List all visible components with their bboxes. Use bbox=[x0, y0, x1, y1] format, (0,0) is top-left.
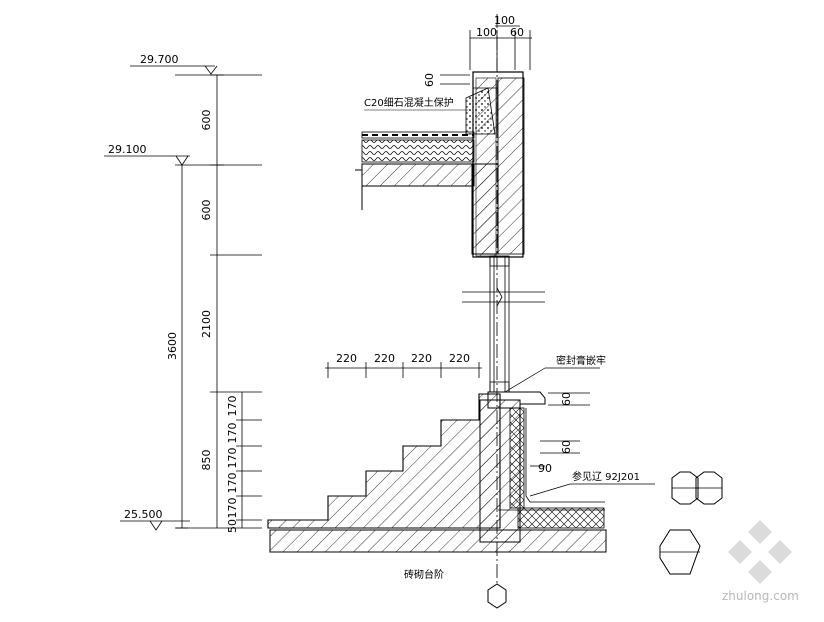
dim-top-60: 60 bbox=[510, 26, 524, 39]
note-parapet-protection: C20细石混凝土保护 bbox=[364, 96, 454, 109]
dim-sill-60: 60 bbox=[560, 392, 573, 406]
watermark-logo bbox=[728, 520, 792, 584]
sill-dimensions bbox=[530, 392, 590, 467]
dim-50: 50 bbox=[226, 519, 239, 533]
dim-170-3: 170 bbox=[226, 448, 239, 469]
dim-step-1: 220 bbox=[336, 352, 357, 365]
note-sealant: 密封膏嵌牢 bbox=[556, 354, 606, 367]
dim-170-1: 170 bbox=[226, 396, 239, 417]
dim-170-2: 170 bbox=[226, 423, 239, 444]
dim-parapet-60: 60 bbox=[423, 73, 436, 87]
dim-top-100: 100 bbox=[494, 14, 515, 27]
dim-170-5: 170 bbox=[226, 498, 239, 519]
watermark-text: zhulong.com bbox=[722, 589, 799, 603]
dim-3600: 3600 bbox=[166, 332, 179, 360]
axis-line bbox=[487, 14, 507, 609]
sill-and-base bbox=[269, 391, 607, 553]
roof-slab bbox=[355, 131, 499, 255]
note-reference: 参见辽 92J201 bbox=[572, 470, 640, 483]
brick-steps bbox=[267, 393, 501, 529]
dim-90: 90 bbox=[538, 462, 552, 475]
detail-markers bbox=[659, 471, 723, 575]
dim-600-bottom: 600 bbox=[200, 200, 213, 221]
level-marker-25500: 25.500 bbox=[120, 508, 262, 531]
level-marker-29700: 29.700 bbox=[130, 53, 262, 76]
dim-step-4: 220 bbox=[449, 352, 470, 365]
dim-step-3: 220 bbox=[411, 352, 432, 365]
level-29700: 29.700 bbox=[140, 53, 179, 66]
dim-600-top: 600 bbox=[200, 110, 213, 131]
vertical-dimension-chain bbox=[176, 74, 262, 529]
window-frame bbox=[462, 255, 545, 393]
leader-seal bbox=[504, 367, 600, 393]
dim-step-2: 220 bbox=[374, 352, 395, 365]
dim-drip-60: 60 bbox=[560, 440, 573, 454]
dim-top-100-left: 100 bbox=[476, 26, 497, 39]
dim-2100: 2100 bbox=[200, 310, 213, 338]
note-steps: 砖砌台阶 bbox=[404, 568, 444, 581]
level-marker-29100: 29.100 bbox=[104, 143, 262, 166]
level-25500: 25.500 bbox=[124, 508, 163, 521]
dim-170-4: 170 bbox=[226, 473, 239, 494]
dim-850: 850 bbox=[200, 450, 213, 471]
leader-reference bbox=[529, 483, 655, 497]
step-dimension-chain bbox=[325, 362, 482, 378]
level-29100: 29.100 bbox=[108, 143, 147, 156]
